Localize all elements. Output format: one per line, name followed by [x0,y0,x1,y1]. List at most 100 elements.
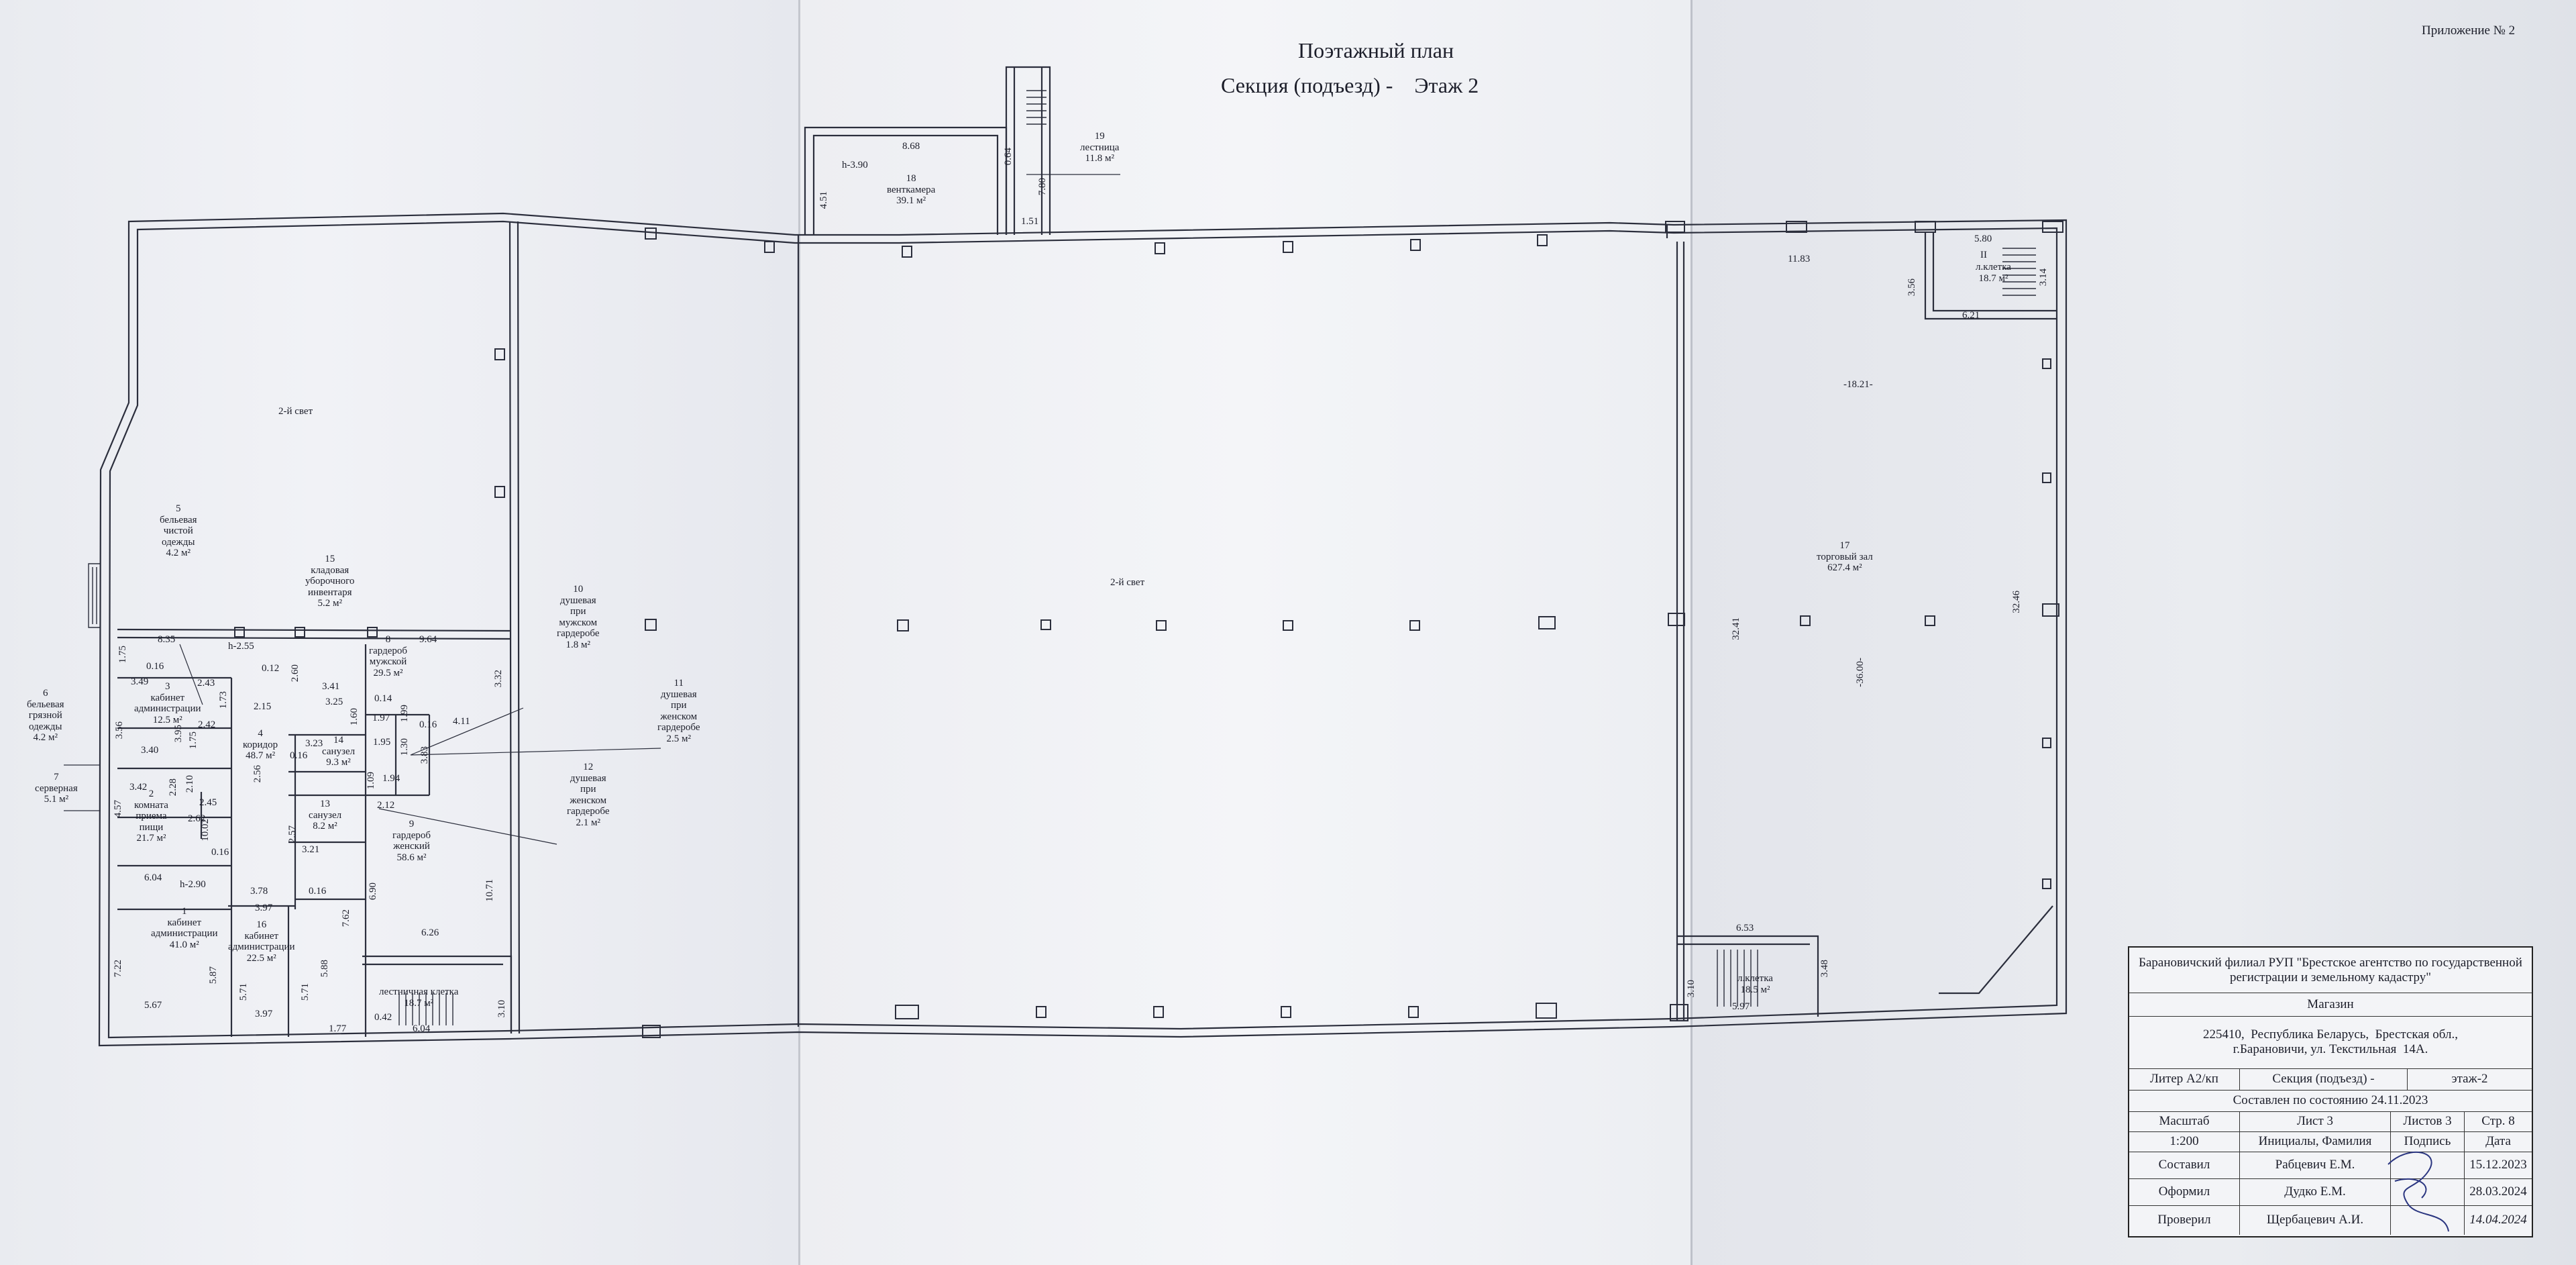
room-7-label: 7 серверная 5.1 м² [35,772,78,805]
room-10-label: 10 душевая при мужском гардеробе 1.8 м² [557,584,600,650]
dimension-label: 6.21 [1962,310,1980,321]
dimension-label: h-3.90 [842,160,868,170]
paper-sheet-left [0,0,798,1265]
dimension-label: 5.97 [1732,1001,1750,1012]
stair-right-top-label: л.клетка 18.7 м² [1976,262,2011,284]
stamp-cell: Оформил [2129,1178,2240,1205]
dimension-label: 32.46 [2011,591,2022,613]
paper-fold [1690,0,1693,1265]
dimension-label: 4.51 [818,191,829,209]
dimension-label: 1.75 [117,646,128,664]
dimension-label: 3.10 [1686,980,1697,998]
dimension-label: 11.83 [1788,254,1811,264]
dimension-label: h-2.90 [180,879,206,890]
dimension-label: 2.43 [197,678,215,689]
stamp-row-designer: Оформил Дудко Е.М. 28.03.2024 [2129,1178,2532,1206]
dimension-label: 5.67 [144,1000,162,1011]
stamp-row-checker: Проверил Щербацевич А.И. 14.04.2024 [2129,1205,2532,1235]
appendix-label: Приложение № 2 [2422,23,2516,38]
stamp-cell: 15.12.2023 [2469,1158,2527,1172]
dimension-label: 1.99 [399,705,410,723]
stamp-floor: этаж-2 [2451,1072,2488,1086]
dimension-label: 3.14 [2038,268,2049,287]
dimension-label: 1.51 [1021,216,1039,227]
dimension-label: 0.16 [211,847,229,858]
dimension-label: 10.02 [200,819,211,842]
dimension-label: 2.28 [168,778,178,797]
dimension-label: 6.04 [144,872,162,883]
stamp-object: Магазин [2129,993,2532,1017]
dimension-label: 8.35 [158,634,176,645]
dimension-label: 0.14 [374,693,392,704]
dimension-label: 2.62 [188,813,206,824]
dimension-label: 3.41 [322,681,340,692]
stair-19 [1005,66,1051,235]
dimension-label: 4.11 [453,716,470,727]
dimension-label: 3.23 [305,738,323,749]
paper-fold [798,0,800,1265]
stamp-row-scale: 1:200 Инициалы, Фамилия Подпись Дата [2129,1131,2532,1152]
dimension-label: 7.22 [113,960,123,978]
stamp-section: Секция (подъезд) - [2240,1068,2408,1090]
room-1-label: 1 кабинет администрации 41.0 м² [151,906,218,950]
outer-wall [98,212,2068,1047]
stamp-cell: 28.03.2024 [2469,1184,2527,1199]
dimension-label: 3.25 [325,697,343,707]
dimension-label: 32.41 [1731,617,1741,640]
room-16-label: 16 кабинет администрации 22.5 м² [228,919,295,964]
dimension-label: 1.97 [372,713,390,723]
room-17-label: 17 торговый зал 627.4 м² [1817,540,1873,573]
room-5-label: 5 бельевая чистой одежды 4.2 м² [160,503,197,558]
stamp-liter: Литер А2/кп [2129,1068,2240,1090]
stamp-cell: Стр. 8 [2481,1114,2515,1128]
dimension-label: 0.16 [146,661,164,672]
dimension-label: 6.90 [368,882,378,901]
dimension-label: 3.21 [302,844,320,855]
dimension-label: 6.53 [1736,923,1754,933]
dimension-label: 1.95 [373,737,391,748]
dimension-label: 0.16 [419,719,437,730]
admin-wall [117,628,511,640]
room-2-label: 2 комната приема пищи 21.7 м² [134,789,168,844]
dimension-label: 0.16 [309,886,327,897]
dimension-label: 4.57 [113,800,123,818]
stamp-cell: Щербацевич А.И. [2240,1205,2391,1235]
plan-subtitle: Секция (подъезд) - Этаж 2 [1221,73,1479,97]
stamp-cell: 1:200 [2129,1131,2240,1152]
dimension-label: 5.87 [208,966,219,984]
stamp-row-author: Составил Рабцевич Е.М. 15.12.2023 [2129,1152,2532,1179]
dimension-label: 2.57 [287,825,298,844]
dimension-label: 3.97 [255,1009,273,1019]
dimension-label: 6.04 [413,1023,431,1034]
dimension-label: 5.71 [300,983,311,1001]
room-18-label: 18 венткамера 39.1 м² [887,173,936,206]
dimension-label: 3.95 [173,725,184,743]
dimension-label: 2.56 [252,765,263,783]
stamp-cell: Подпись [2391,1131,2465,1152]
outer-wall-inner [107,220,2058,1039]
dimension-label: 2.15 [254,701,272,712]
signature [2391,1178,2465,1205]
stamp-cell: Проверил [2129,1205,2240,1235]
dimension-label: 1.30 [399,738,410,756]
dimension-label: 3.97 [255,903,273,913]
stamp-cell: 14.04.2024 [2469,1213,2527,1227]
stamp-cell: Составил [2129,1152,2240,1178]
room-9-label: 9 гардероб женский 58.6 м² [392,819,431,863]
dimension-label: 1.60 [349,708,360,726]
dimension-label: 2.12 [377,800,395,811]
stair-right-top-number: II [1980,250,1987,260]
dimension-label: 2.60 [290,664,301,682]
dimension-label: 1.77 [329,1023,347,1034]
dimension-label: 3.32 [493,670,504,688]
dimension-label: 3.83 [419,746,430,764]
stamp-cell: Дата [2485,1134,2511,1148]
dimension-label: 6.26 [421,927,439,938]
dimension-label: 3.40 [141,745,159,756]
vent-chamber-inner [812,134,999,235]
dimension-label: 1.75 [188,731,199,750]
room-13-label: 13 санузел 8.2 м² [309,799,342,831]
dimension-label: -36.00- [1855,658,1866,687]
room-3-label: 3 кабинет администрации 12.5 м² [134,681,201,725]
